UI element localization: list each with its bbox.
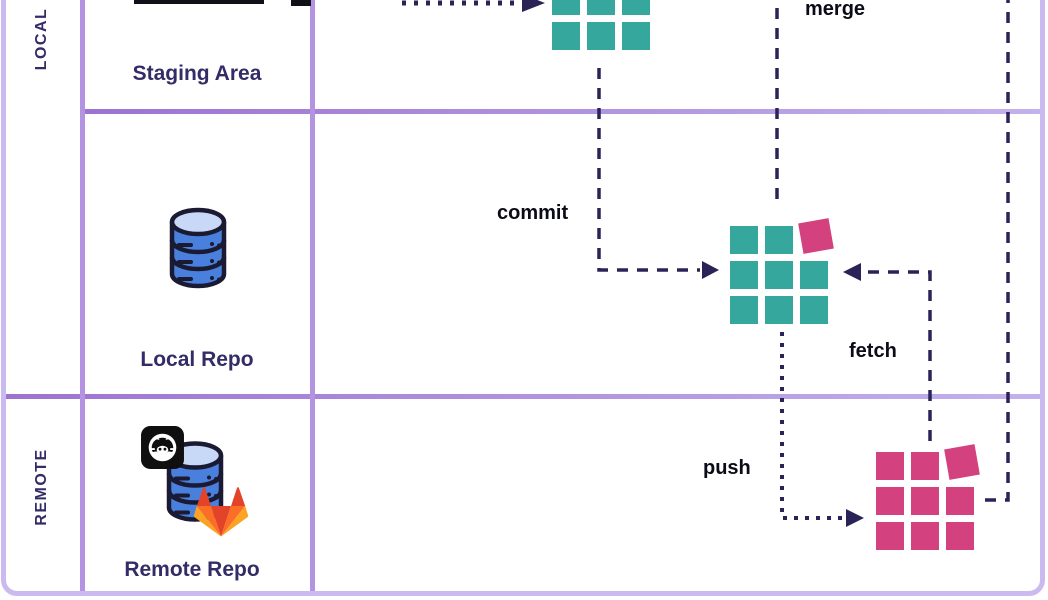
area-label-local-repo: Local Repo (140, 348, 254, 371)
remote-repo-grid (876, 444, 980, 550)
commit-square (800, 296, 828, 324)
fetch-arrowhead (843, 263, 861, 281)
row-divider-local-remote (2, 394, 1043, 399)
staging-icon-cropped-2 (291, 0, 311, 6)
commit-arrowhead (702, 261, 719, 279)
remote-square (946, 487, 974, 515)
push-arrowhead (846, 509, 864, 527)
remote-square (911, 452, 939, 480)
action-label-commit: commit (497, 202, 569, 224)
remote-square (876, 452, 904, 480)
remote-square (876, 487, 904, 515)
local-repo-grid (730, 218, 834, 324)
area-label-staging: Staging Area (132, 62, 262, 85)
staged-square (622, 0, 650, 15)
staged-square (552, 0, 580, 15)
remote-square (911, 522, 939, 550)
action-label-merge: merge (805, 0, 866, 20)
area-label-remote-repo: Remote Repo (124, 558, 260, 581)
column-divider-areas (310, 0, 315, 594)
remote-square (911, 487, 939, 515)
staged-square (587, 0, 615, 15)
commit-square (800, 261, 828, 289)
remote-square (946, 522, 974, 550)
fetch-arrow-line (862, 270, 932, 441)
add-arrowhead (522, 0, 545, 12)
row-divider-staging-local (80, 109, 1043, 114)
commit-square (765, 261, 793, 289)
github-icon (141, 426, 184, 469)
commit-square (730, 261, 758, 289)
push-arrow-line (780, 332, 844, 520)
column-divider-groups (80, 0, 85, 594)
database-icon (169, 207, 227, 289)
gitlab-icon (193, 487, 249, 537)
commit-square (765, 226, 793, 254)
action-label-fetch: fetch (849, 340, 897, 362)
staging-icon-cropped (134, 0, 264, 4)
staging-grid (552, 0, 650, 50)
staged-square (587, 22, 615, 50)
staged-square (552, 22, 580, 50)
commit-square (730, 226, 758, 254)
remote-square (876, 522, 904, 550)
commit-arrow-line (597, 68, 700, 272)
action-label-push: push (703, 457, 751, 479)
commit-square (765, 296, 793, 324)
staged-square (622, 22, 650, 50)
commit-square (730, 296, 758, 324)
merge-arrow-line-right (985, 0, 1010, 502)
